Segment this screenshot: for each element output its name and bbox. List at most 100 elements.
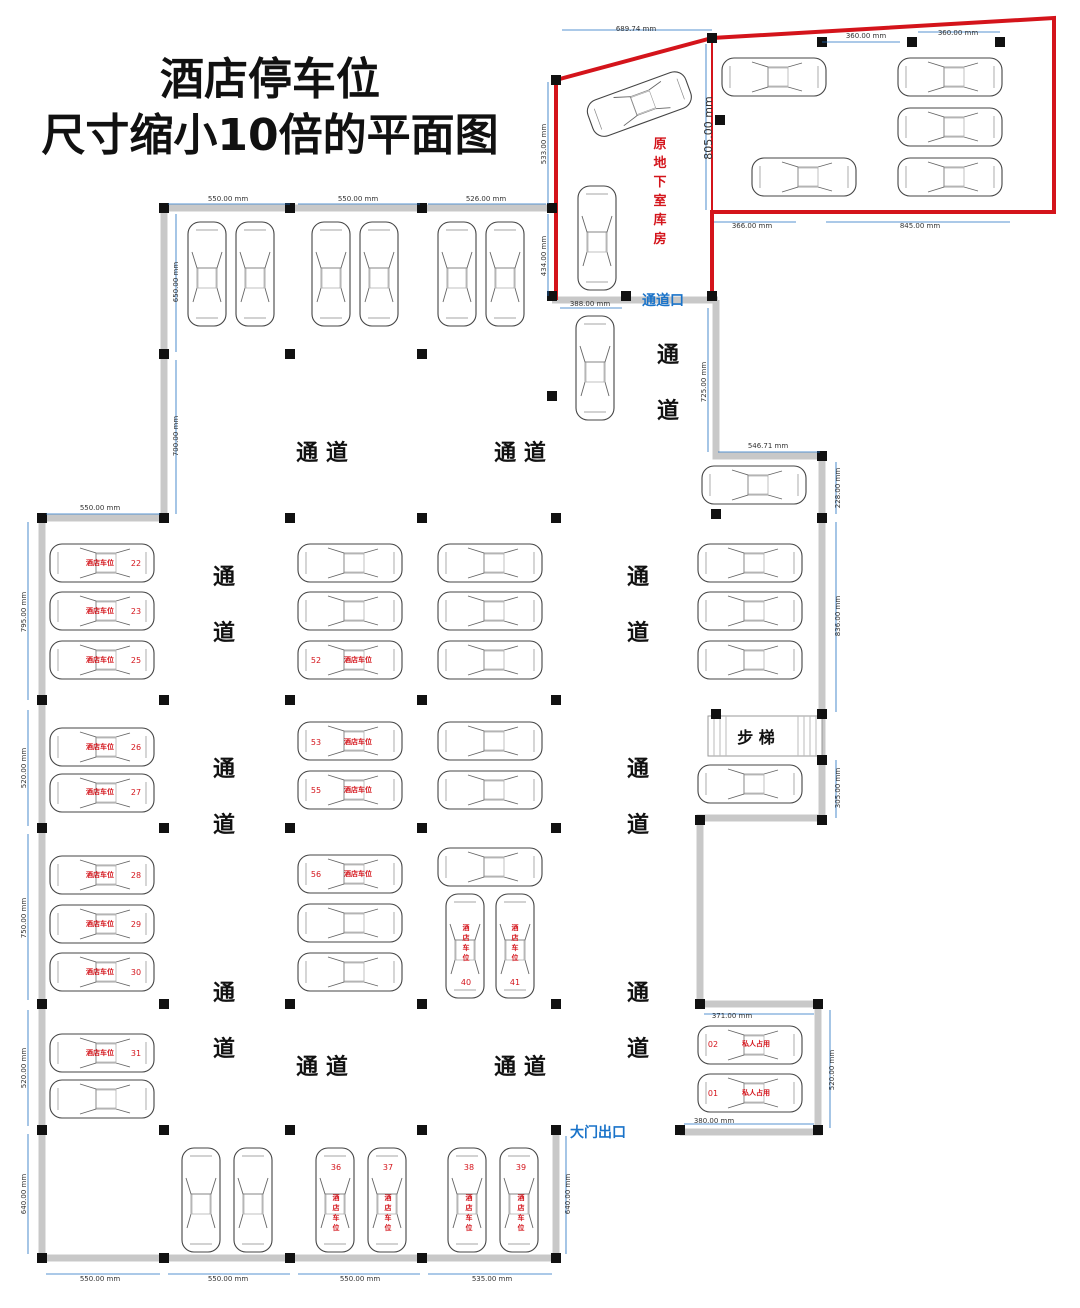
pillar xyxy=(417,695,427,705)
spot-label: 酒店车位 xyxy=(86,742,114,751)
dimension-label: 805.00 mm xyxy=(702,96,715,159)
svg-text:店: 店 xyxy=(512,933,519,942)
aisle-label-v: 通 xyxy=(213,981,235,1006)
parked-car xyxy=(49,1079,155,1119)
aisle-label: 通 道 xyxy=(494,440,546,466)
dimension-label: 520.00 mm xyxy=(828,1050,836,1091)
stairs-label: 步 梯 xyxy=(737,728,775,747)
pillar xyxy=(817,451,827,461)
dimension-label: 550.00 mm xyxy=(338,195,379,203)
dimension-label: 546.71 mm xyxy=(748,442,789,450)
dimension-label: 305.00 mm xyxy=(834,768,842,809)
parked-car xyxy=(697,640,803,680)
spot-label: 酒店车位 xyxy=(86,870,114,879)
parked-car xyxy=(359,221,399,327)
parked-car xyxy=(583,67,696,141)
spot-number: 26 xyxy=(131,743,141,752)
svg-text:位: 位 xyxy=(333,1223,340,1232)
pillar xyxy=(285,999,295,1009)
parked-car xyxy=(697,591,803,631)
dimension-label: 380.00 mm xyxy=(694,1117,735,1125)
aisle-label: 通 道 xyxy=(296,440,348,466)
spot-label: 酒店车位 xyxy=(86,558,114,567)
dimension-label: 836.00 mm xyxy=(834,596,842,637)
pillar xyxy=(817,815,827,825)
dimension-label: 640.00 mm xyxy=(564,1174,572,1215)
spot-label: 酒店车位 xyxy=(86,655,114,664)
spot-number: 02 xyxy=(708,1040,718,1049)
pillar xyxy=(417,1125,427,1135)
parked-car xyxy=(187,221,227,327)
pillar xyxy=(285,203,295,213)
pillar xyxy=(285,1253,295,1263)
svg-text:酒: 酒 xyxy=(512,923,519,932)
pillar xyxy=(37,695,47,705)
svg-text:酒: 酒 xyxy=(466,1193,473,1202)
dimension-label: 845.00 mm xyxy=(900,222,941,230)
svg-text:酒: 酒 xyxy=(463,923,470,932)
spot-label: 酒店车位 xyxy=(86,919,114,928)
pillar xyxy=(711,509,721,519)
parked-car xyxy=(485,221,525,327)
pillar xyxy=(817,709,827,719)
pillar xyxy=(37,999,47,1009)
dimension-label: 640.00 mm xyxy=(20,1174,28,1215)
parked-car xyxy=(297,952,403,992)
spot-number: 38 xyxy=(464,1163,474,1172)
parked-car xyxy=(437,221,477,327)
parked-car xyxy=(297,903,403,943)
pillar xyxy=(817,513,827,523)
aisle-label-v: 道 xyxy=(627,1036,649,1062)
pillar xyxy=(551,75,561,85)
spot-label: 酒店车位 xyxy=(344,869,372,878)
svg-text:地: 地 xyxy=(653,155,666,171)
dimension-label: 650.00 mm xyxy=(172,262,180,303)
pillar xyxy=(37,1125,47,1135)
svg-text:店: 店 xyxy=(518,1203,525,1212)
spot-number: 39 xyxy=(516,1163,526,1172)
pillar xyxy=(551,1253,561,1263)
dimension-label: 520.00 mm xyxy=(20,748,28,789)
title-line-2: 尺寸缩小10倍的平面图 xyxy=(41,110,498,161)
pillar xyxy=(551,999,561,1009)
spot-label: 酒店车位 xyxy=(86,787,114,796)
pillar xyxy=(285,1125,295,1135)
storage-room-label: 原 地 下 室 库 房 xyxy=(653,137,666,247)
parked-car xyxy=(575,315,615,421)
pillar xyxy=(547,391,557,401)
aisle-label-v: 道 xyxy=(213,620,235,646)
pillar xyxy=(159,203,169,213)
aisle-label-v: 通 xyxy=(627,981,649,1006)
pillar xyxy=(285,695,295,705)
aisle-label-v: 道 xyxy=(213,812,235,838)
pillar xyxy=(813,999,823,1009)
dimension-labels: 689.74 mm 360.00 mm 360.00 mm 805.00 mm … xyxy=(20,25,978,1283)
dimension-label: 228.00 mm xyxy=(834,468,842,509)
pillar xyxy=(285,823,295,833)
pillar xyxy=(547,291,557,301)
aisle-label-v: 道 xyxy=(213,1036,235,1062)
pillar xyxy=(159,349,169,359)
parked-car xyxy=(697,764,803,804)
svg-text:车: 车 xyxy=(466,1213,473,1222)
spot-label: 酒店车位 xyxy=(344,655,372,664)
pillar xyxy=(695,999,705,1009)
parked-car xyxy=(297,591,403,631)
aisle-labels: 通 道 通 道 通 道 通 道 通 道 通 道 通 道 通 道 通 道 通 道 … xyxy=(213,343,679,1080)
svg-text:位: 位 xyxy=(463,953,470,962)
dimension-label: 725.00 mm xyxy=(700,362,708,403)
spot-number: 27 xyxy=(131,788,141,797)
svg-text:位: 位 xyxy=(466,1223,473,1232)
spot-number: 40 xyxy=(461,978,471,987)
dimension-lines xyxy=(27,29,1010,1275)
svg-text:酒: 酒 xyxy=(518,1193,525,1202)
dimension-label: 533.00 mm xyxy=(540,124,548,165)
parked-car xyxy=(721,57,827,97)
pillar xyxy=(707,33,717,43)
pillar xyxy=(159,999,169,1009)
pillar xyxy=(907,37,917,47)
spot-number: 25 xyxy=(131,656,141,665)
pillar xyxy=(551,513,561,523)
passage-mouth-label: 通道口 xyxy=(642,292,684,309)
spot-number: 23 xyxy=(131,607,141,616)
